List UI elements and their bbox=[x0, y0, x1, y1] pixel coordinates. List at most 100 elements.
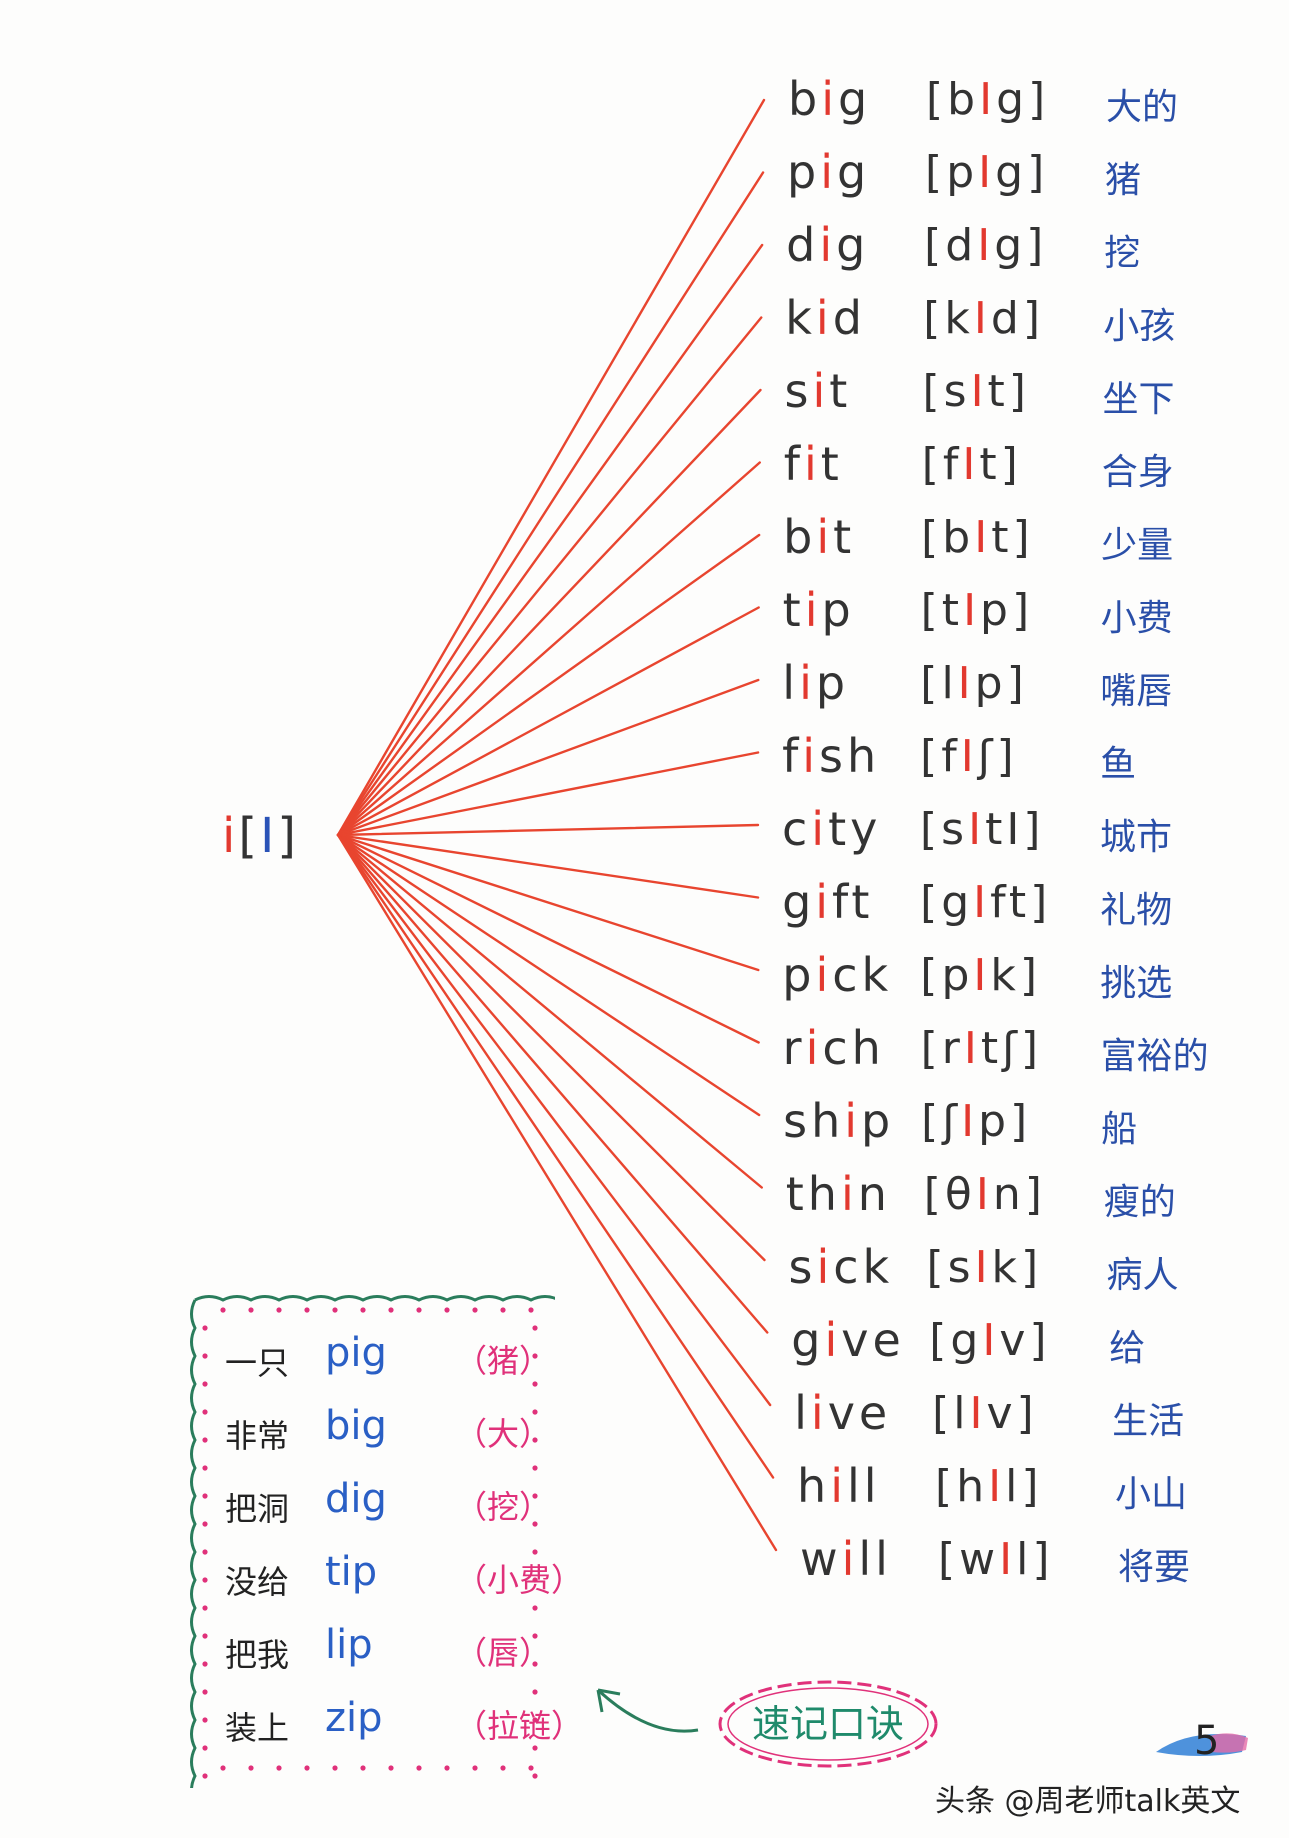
meaning: 给 bbox=[1109, 1328, 1146, 1369]
branch-line bbox=[336, 751, 760, 837]
phonetic: [tIp] bbox=[921, 585, 1034, 636]
root-phoneme: i[I] bbox=[222, 808, 299, 864]
word: big bbox=[788, 72, 871, 126]
meaning: 猪 bbox=[1105, 160, 1142, 201]
border-dot bbox=[248, 1307, 254, 1313]
word-pre: f bbox=[782, 729, 803, 783]
rhyme-meaning: （大） bbox=[455, 1415, 552, 1453]
word-pre: s bbox=[788, 1240, 817, 1294]
phonetic-vowel: I bbox=[979, 74, 997, 125]
phonetic-post: v] bbox=[986, 1388, 1038, 1439]
phonetic: [hIl] bbox=[935, 1461, 1042, 1512]
phonetic: [lIp] bbox=[920, 658, 1027, 709]
word-post: t bbox=[820, 437, 843, 491]
rhyme-word: pig bbox=[325, 1330, 387, 1376]
phonetic-vowel: I bbox=[957, 658, 975, 709]
word-post: t bbox=[833, 510, 856, 564]
phonetic-post: tʃ] bbox=[980, 1023, 1043, 1074]
word-vowel: i bbox=[815, 291, 833, 345]
phonetic: [θIn] bbox=[924, 1169, 1046, 1220]
branch-line bbox=[336, 833, 775, 1479]
meaning: 城市 bbox=[1100, 817, 1173, 858]
phonetic-pre: [t bbox=[920, 585, 964, 636]
phonetic-pre: [θ bbox=[923, 1169, 976, 1220]
rhyme-word: zip bbox=[325, 1695, 383, 1741]
phonetic-post: p] bbox=[980, 585, 1034, 636]
border-dot bbox=[202, 1549, 208, 1555]
word: thin bbox=[786, 1167, 891, 1221]
page-number-text: 5 bbox=[1194, 1718, 1220, 1764]
word-pre: p bbox=[782, 948, 816, 1002]
word-vowel: i bbox=[805, 1021, 823, 1075]
phonetic-pre: [f bbox=[921, 439, 963, 490]
word-pre: w bbox=[800, 1532, 842, 1586]
watermark: 头条 @周老师talk英文 bbox=[935, 1784, 1241, 1819]
page-number: 5 bbox=[1150, 1708, 1250, 1778]
rhyme-badge: 速记口诀 bbox=[712, 1674, 944, 1774]
word-pre: th bbox=[785, 1167, 841, 1221]
phonetic-vowel: I bbox=[961, 1096, 979, 1147]
phonetic-post: p] bbox=[978, 1096, 1032, 1147]
word-pre: f bbox=[783, 437, 804, 491]
rhyme-meaning: （挖） bbox=[455, 1488, 552, 1526]
phonetic-vowel: I bbox=[970, 366, 988, 417]
border-dot bbox=[202, 1661, 208, 1667]
branch-line bbox=[336, 833, 760, 972]
rhyme-word: dig bbox=[325, 1476, 387, 1522]
phonetic-pre: [r bbox=[920, 1023, 964, 1074]
word-post: ve bbox=[827, 1386, 892, 1440]
phonetic: [sIt] bbox=[922, 366, 1030, 417]
phonetic: [gIv] bbox=[929, 1315, 1050, 1366]
border-dot bbox=[532, 1381, 538, 1387]
border-dot bbox=[202, 1465, 208, 1471]
phonetic-pre: [l bbox=[932, 1388, 970, 1439]
phonetic-post: n] bbox=[992, 1169, 1046, 1220]
meaning: 鱼 bbox=[1100, 744, 1137, 785]
phonetic-post: k] bbox=[991, 1242, 1043, 1293]
branch-line bbox=[336, 461, 761, 837]
meaning: 生活 bbox=[1112, 1401, 1185, 1442]
phonetic-post: k] bbox=[990, 950, 1042, 1001]
rhyme-meaning: （小费） bbox=[455, 1561, 584, 1599]
word-vowel: i bbox=[803, 437, 821, 491]
branch-line bbox=[336, 606, 760, 837]
border-dot bbox=[532, 1773, 538, 1779]
meaning: 富裕的 bbox=[1100, 1036, 1209, 1077]
word: rich bbox=[783, 1021, 885, 1075]
meaning: 大的 bbox=[1106, 87, 1179, 128]
border-dot bbox=[202, 1521, 208, 1527]
phonetic-vowel: I bbox=[988, 1461, 1006, 1512]
meaning: 礼物 bbox=[1100, 890, 1173, 931]
border-dot bbox=[202, 1717, 208, 1723]
word: city bbox=[782, 802, 881, 856]
word: give bbox=[791, 1313, 905, 1367]
word-post: t bbox=[829, 364, 852, 418]
border-dot bbox=[220, 1307, 226, 1313]
branch-line bbox=[336, 316, 763, 837]
phonetic-post: p] bbox=[974, 658, 1028, 709]
phonetic-vowel: I bbox=[968, 804, 986, 855]
meaning: 挖 bbox=[1104, 233, 1141, 274]
word: will bbox=[800, 1532, 892, 1586]
word-vowel: i bbox=[816, 1240, 834, 1294]
root-bracket-close: ] bbox=[277, 808, 299, 864]
branch-line bbox=[336, 833, 778, 1552]
branch-line bbox=[336, 533, 761, 837]
word-pre: b bbox=[788, 72, 822, 126]
word-pre: g bbox=[791, 1313, 825, 1367]
phonetic: [sIk] bbox=[926, 1242, 1042, 1293]
phonetic-post: g] bbox=[994, 220, 1048, 271]
phonetic-vowel: I bbox=[974, 512, 992, 563]
border-dot bbox=[220, 1765, 226, 1771]
rhyme-meaning: （唇） bbox=[455, 1634, 552, 1672]
phonetic-post: ft] bbox=[990, 877, 1052, 928]
phonetic-pre: [k bbox=[923, 293, 974, 344]
border-dot bbox=[332, 1765, 338, 1771]
border-dot bbox=[202, 1437, 208, 1443]
branch-line bbox=[336, 98, 766, 837]
border-dot bbox=[202, 1353, 208, 1359]
meaning: 小费 bbox=[1100, 598, 1173, 639]
rhyme-prefix: 装上 bbox=[225, 1709, 290, 1747]
border-dot bbox=[388, 1307, 394, 1313]
